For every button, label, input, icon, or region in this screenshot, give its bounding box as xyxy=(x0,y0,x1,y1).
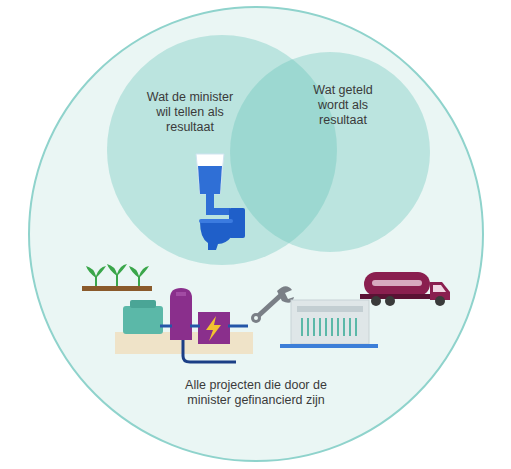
filter-unit-part xyxy=(291,300,369,344)
pipe-part xyxy=(206,194,214,212)
toilet-part xyxy=(199,219,233,223)
venn-circle: Alle projecten die door de minister gefi… xyxy=(28,6,484,462)
toilet-part xyxy=(200,222,232,250)
treatment-plant-part xyxy=(115,332,253,354)
treatment-plant-part xyxy=(183,340,236,362)
circle-shape xyxy=(29,7,483,461)
filter-unit xyxy=(280,300,378,346)
water-glass-part xyxy=(196,154,224,194)
wrench-part xyxy=(257,296,280,317)
water-glass-part xyxy=(198,166,222,194)
treatment-plant-part xyxy=(190,325,200,328)
tanker-truck xyxy=(360,272,450,306)
tanker-truck-part xyxy=(360,294,432,299)
treatment-plant-part xyxy=(123,306,163,334)
treatment-plant-part xyxy=(160,325,172,328)
treatment-plant-part xyxy=(130,300,156,308)
tanker-truck-part xyxy=(364,272,430,296)
treatment-plant-part xyxy=(170,288,192,340)
tanker-truck-part xyxy=(385,296,395,306)
wrench-part xyxy=(277,286,294,303)
seedlings-part xyxy=(107,264,127,276)
toilet-part xyxy=(229,208,245,238)
seedlings-part xyxy=(96,274,139,286)
treatment-plant xyxy=(115,288,253,362)
wrench-part xyxy=(251,313,261,323)
seedlings-part xyxy=(129,266,149,278)
filter-unit-part xyxy=(302,318,356,336)
pipe-part xyxy=(206,208,230,215)
tanker-truck-part xyxy=(430,282,450,300)
seedlings-part xyxy=(82,286,152,291)
circle-label: Alle projecten die door de minister gefi… xyxy=(170,378,342,408)
circle-label: Wat de minister wil tellen als resultaat xyxy=(142,90,238,135)
seedlings xyxy=(82,264,152,291)
pipe xyxy=(206,194,230,215)
tanker-truck-part xyxy=(433,285,446,292)
toilet xyxy=(199,208,245,250)
water-glass xyxy=(196,154,224,194)
circle-label: Wat geteld wordt als resultaat xyxy=(303,83,383,128)
treatment-plant-part xyxy=(198,312,230,344)
venn-circle: Wat geteld wordt als resultaat xyxy=(230,52,430,252)
tanker-truck-part xyxy=(372,280,422,286)
filter-unit-part xyxy=(297,306,363,312)
circle-shape xyxy=(230,52,430,252)
seedlings-part xyxy=(86,266,106,278)
tanker-truck-part xyxy=(435,296,445,306)
wrench-part xyxy=(254,316,258,320)
circle-outline xyxy=(230,52,430,252)
filter-unit-part xyxy=(280,344,378,348)
wrench xyxy=(251,286,294,323)
treatment-plant-part xyxy=(228,325,248,328)
treatment-plant-part xyxy=(176,292,186,296)
tanker-truck-part xyxy=(371,296,381,306)
treatment-plant-part xyxy=(206,316,221,341)
